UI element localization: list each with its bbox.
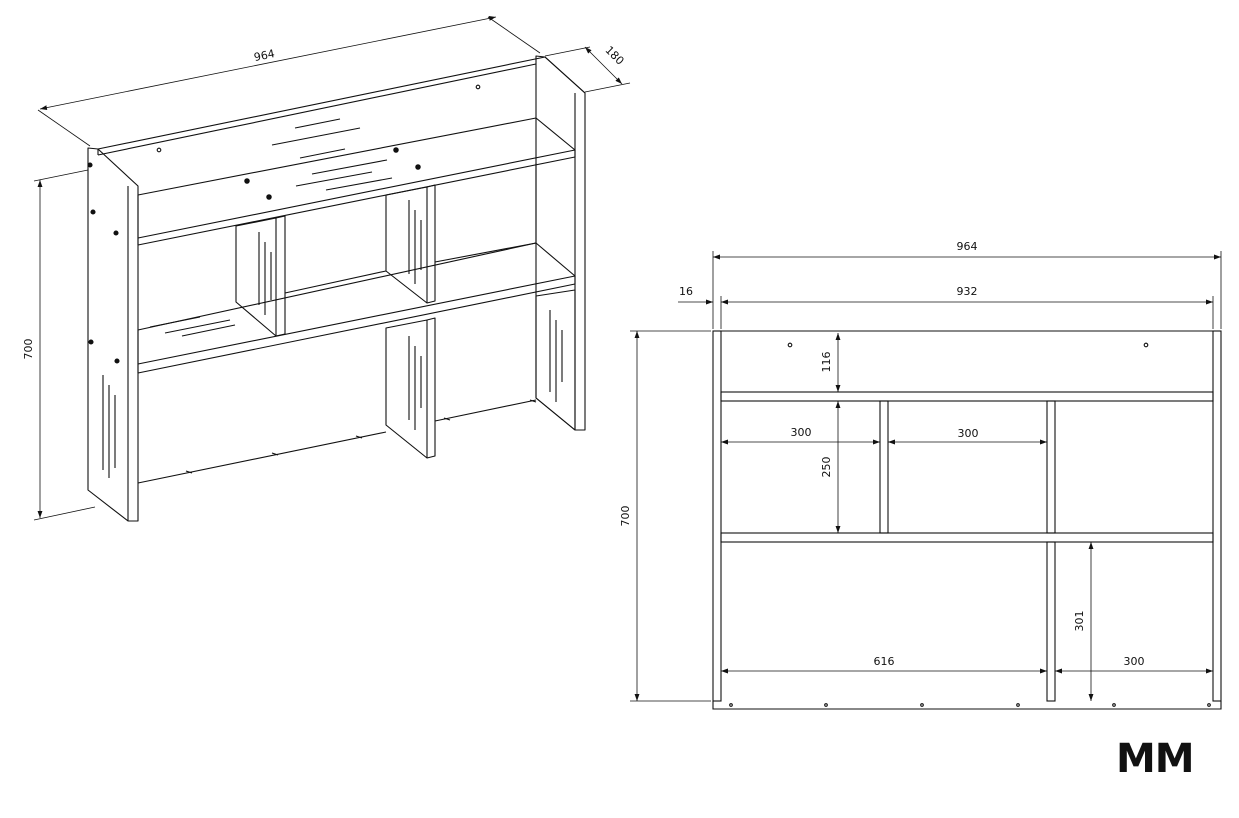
iso-middle-shelf	[137, 242, 576, 374]
front-bottom-right-label: 300	[1124, 655, 1145, 668]
front-view	[712, 330, 1222, 710]
front-bottom-rail	[712, 701, 1222, 710]
iso-lower-dividers	[385, 289, 576, 459]
iso-left-side-panel	[87, 147, 139, 522]
front-upper-divider-1	[879, 400, 889, 534]
iso-back-panel	[97, 56, 546, 156]
iso-right-side-panel	[535, 55, 586, 431]
front-cell-middle-label: 300	[958, 427, 979, 440]
iso-upper-dividers	[235, 163, 537, 337]
front-top-shelf	[720, 391, 1214, 402]
iso-depth-label: 180	[602, 44, 626, 68]
front-upper-divider-2	[1046, 400, 1056, 534]
front-total-height-label: 700	[619, 506, 632, 527]
front-bottom-gap-label: 301	[1073, 611, 1086, 632]
front-top-compartment-label: 116	[820, 352, 833, 373]
front-total-width-label: 964	[957, 240, 978, 253]
iso-height-label: 700	[22, 339, 35, 360]
front-bottom-left-label: 616	[874, 655, 895, 668]
brand-logo: MM	[1116, 736, 1195, 782]
front-left-panel	[712, 330, 722, 702]
iso-bottom-rail	[137, 399, 537, 484]
front-dimensions	[630, 251, 1222, 702]
front-middle-shelf	[720, 532, 1214, 543]
isometric-view	[87, 55, 586, 522]
front-panel-thickness-label: 16	[679, 285, 693, 298]
front-inner-width-label: 932	[957, 285, 978, 298]
front-cell-left-label: 300	[791, 426, 812, 439]
iso-width-label: 964	[253, 47, 276, 64]
front-right-panel	[1212, 330, 1222, 702]
front-lower-divider	[1046, 541, 1056, 702]
front-shelf-gap-label: 250	[820, 457, 833, 478]
iso-dimensions	[33, 15, 631, 521]
iso-top-shelf	[137, 117, 576, 246]
